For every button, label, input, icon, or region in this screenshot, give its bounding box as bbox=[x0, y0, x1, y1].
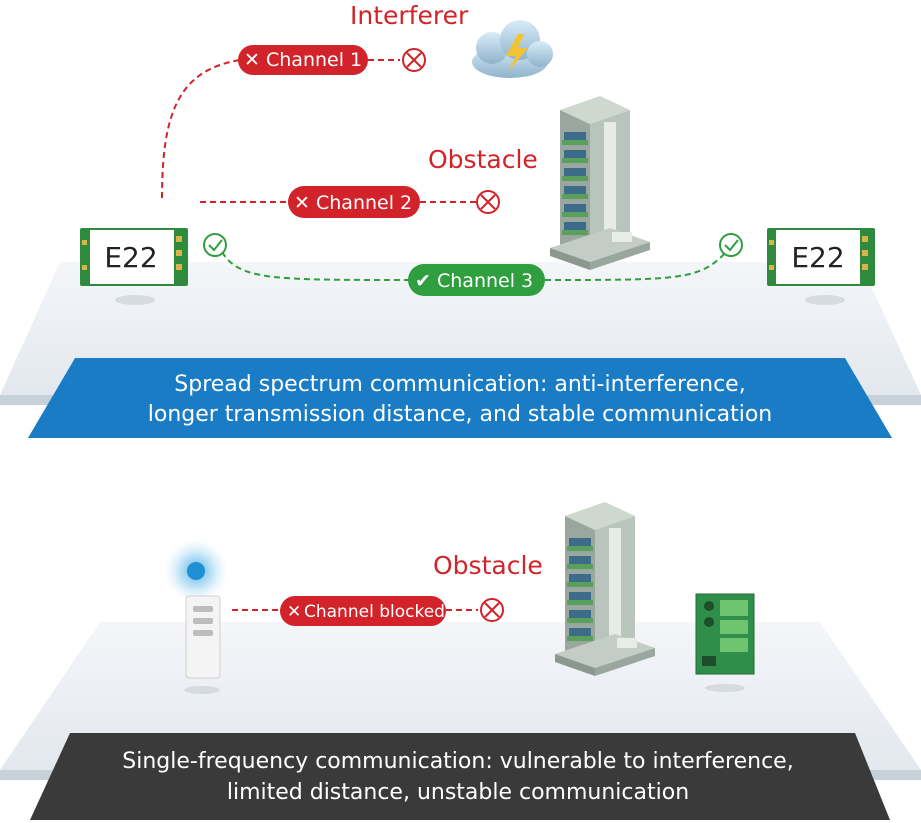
bottom-banner-line2: limited distance, unstable communication bbox=[227, 780, 689, 805]
blocked-circle-icon bbox=[476, 190, 500, 214]
channel-3-pill: ✔ Channel 3 bbox=[408, 264, 545, 296]
check-circle-icon bbox=[719, 233, 743, 257]
building-icon bbox=[550, 96, 650, 270]
channel-2-pill: ✕ Channel 2 bbox=[288, 186, 420, 218]
top-banner bbox=[28, 358, 892, 438]
channel-3-path bbox=[221, 251, 411, 281]
top-obstacle-label: Obstacle bbox=[428, 145, 538, 174]
channel-blocked-label: Channel blocked bbox=[304, 602, 445, 622]
top-banner-line1: Spread spectrum communication: anti-inte… bbox=[174, 372, 745, 397]
blocked-circle-icon bbox=[480, 598, 504, 622]
building-icon bbox=[555, 502, 655, 676]
bottom-scene: Single-frequency communication: vulnerab… bbox=[0, 502, 921, 820]
remote-control-icon bbox=[164, 539, 228, 694]
channel-1-label: Channel 1 bbox=[266, 49, 362, 71]
bottom-banner bbox=[30, 733, 890, 820]
channel-blocked-mark: ✕ bbox=[287, 602, 301, 622]
channel-1-path bbox=[161, 59, 241, 199]
channel-blocked-pill: ✕ Channel blocked bbox=[280, 596, 446, 626]
bottom-obstacle-label: Obstacle bbox=[433, 551, 543, 580]
e22-module-left: E22 bbox=[80, 228, 188, 305]
channel-2-mark: ✕ bbox=[294, 192, 310, 214]
top-scene: Spread spectrum communication: anti-inte… bbox=[0, 1, 921, 438]
channel-3-mark: ✔ bbox=[415, 270, 431, 292]
check-circle-icon bbox=[203, 233, 227, 257]
e22-right-label: E22 bbox=[791, 241, 844, 274]
channel-2-label: Channel 2 bbox=[316, 192, 412, 214]
top-banner-line2: longer transmission distance, and stable… bbox=[148, 402, 773, 427]
channel-3-path-end bbox=[544, 251, 727, 281]
e22-module-right: E22 bbox=[767, 228, 875, 305]
cloud-lightning-icon bbox=[472, 20, 553, 78]
e22-left-label: E22 bbox=[104, 241, 157, 274]
blocked-circle-icon bbox=[402, 48, 426, 72]
channel-3-label: Channel 3 bbox=[437, 270, 533, 292]
channel-1-mark: ✕ bbox=[244, 49, 260, 71]
interferer-label: Interferer bbox=[350, 1, 469, 30]
bottom-banner-line1: Single-frequency communication: vulnerab… bbox=[122, 749, 793, 774]
channel-1-pill: ✕ Channel 1 bbox=[238, 45, 368, 75]
circuit-board-icon bbox=[695, 593, 755, 692]
